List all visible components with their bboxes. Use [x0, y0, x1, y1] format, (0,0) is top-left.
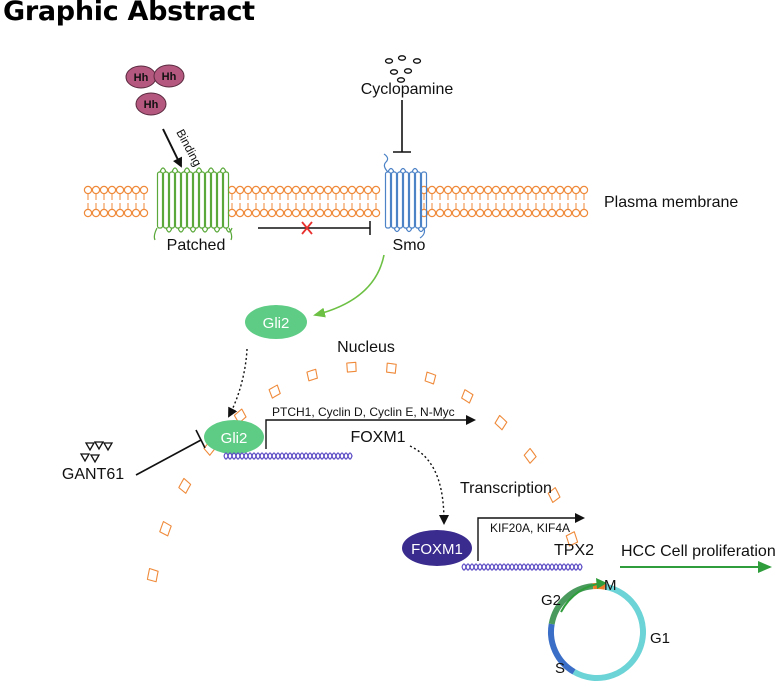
gli2-dna-helix — [223, 452, 353, 460]
gli2-targets-label: PTCH1, Cyclin D, Cyclin E, N-Myc — [272, 405, 455, 419]
svg-text:Hh: Hh — [134, 72, 149, 84]
plasma-membrane-label: Plasma membrane — [604, 194, 738, 211]
gant61-molecules — [79, 441, 114, 464]
hcc-proliferation-label: HCC Cell proliferation — [621, 543, 776, 560]
smo-activates-gli2-arrow — [313, 254, 385, 318]
hh-ligand: Hh — [153, 64, 185, 88]
foxm1-targets-label: KIF20A, KIF4A — [490, 521, 570, 535]
figure-title: Graphic Abstract — [3, 0, 255, 27]
hh-ligand: Hh — [125, 65, 157, 89]
gli2-nuclear: Gli2 — [204, 420, 264, 454]
binding-arrow — [162, 128, 182, 168]
foxm1-target-arrowhead — [575, 513, 585, 523]
smo-receptor — [383, 153, 428, 239]
gli2-translocation-arrow — [228, 348, 248, 418]
gli2-target-arrowhead — [466, 415, 476, 425]
svg-text:Gli2: Gli2 — [221, 430, 248, 447]
cyclopamine-molecules — [384, 55, 422, 83]
svg-text:Gli2: Gli2 — [263, 315, 290, 332]
transcription-label: Transcription — [460, 480, 552, 497]
hh-ligand: Hh — [135, 92, 167, 116]
tpx2-label: TPX2 — [554, 542, 594, 559]
foxm1-transcription-arrow — [409, 445, 449, 525]
patched-inhibits-smo — [258, 221, 371, 235]
binding-label: Binding — [173, 127, 204, 169]
patched-receptor — [153, 167, 233, 241]
gli2-target-arrow — [265, 419, 470, 449]
nuclear-envelope — [146, 361, 579, 583]
phase-g2-label: G2 — [541, 592, 561, 609]
patched-label: Patched — [167, 237, 226, 254]
svg-text:Hh: Hh — [162, 71, 177, 83]
phase-m-label: M — [604, 577, 617, 594]
cyclopamine-inhibition — [393, 100, 411, 153]
svg-text:FOXM1: FOXM1 — [411, 541, 463, 558]
foxm1-target-arrow — [477, 517, 578, 561]
foxm1-gene-label: FOXM1 — [350, 429, 405, 446]
cell-cycle-progress-arrowhead — [596, 578, 607, 589]
blocked-cross-icon — [301, 221, 313, 235]
gli2-cytoplasm: Gli2 — [245, 305, 307, 339]
cyclopamine-label: Cyclopamine — [361, 81, 454, 98]
phase-s-label: S — [555, 660, 565, 677]
nucleus-label: Nucleus — [337, 339, 395, 356]
svg-text:Hh: Hh — [144, 99, 159, 111]
smo-label: Smo — [393, 237, 426, 254]
foxm1-protein: FOXM1 — [402, 530, 472, 566]
foxm1-dna-helix — [461, 563, 583, 571]
gant61-inhibition — [135, 429, 206, 476]
plasma-membrane — [83, 185, 589, 218]
phase-g1-label: G1 — [650, 630, 670, 647]
gant61-label: GANT61 — [62, 466, 124, 483]
